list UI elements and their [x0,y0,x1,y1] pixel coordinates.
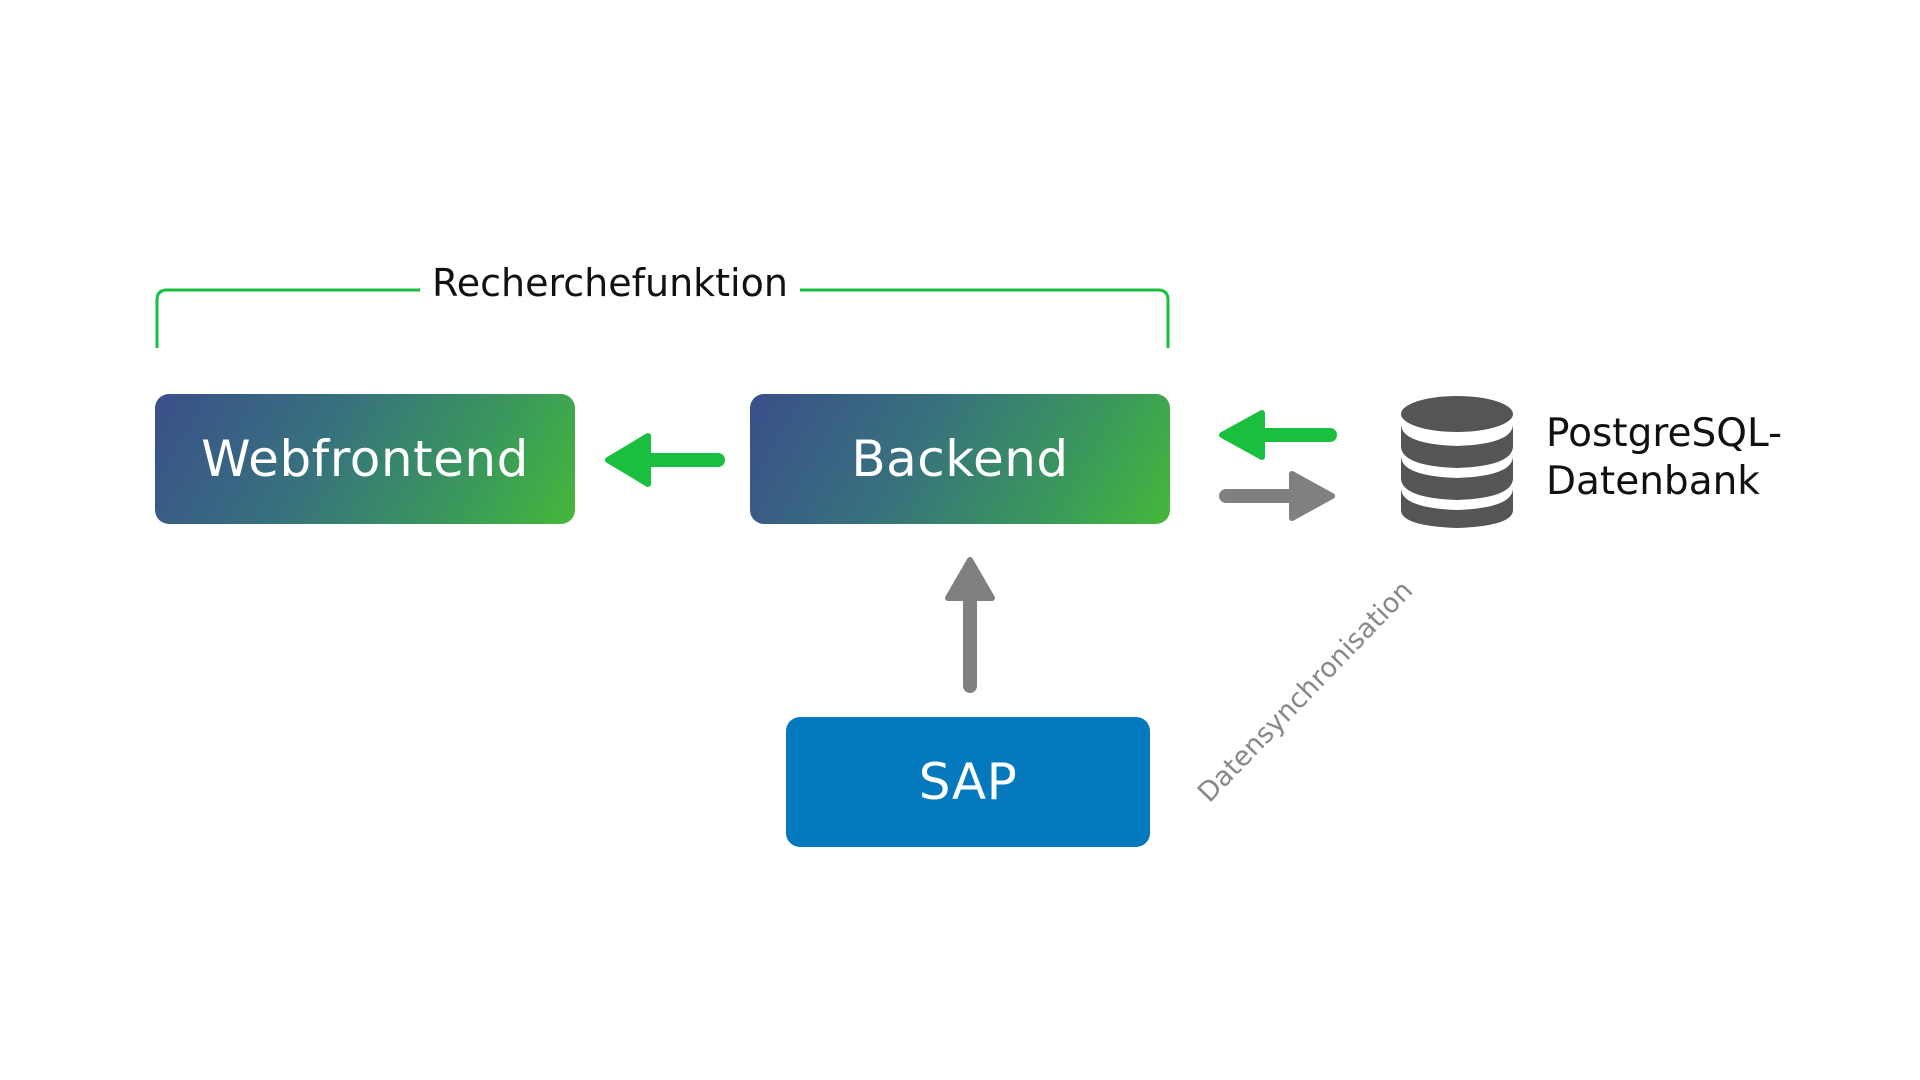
backend-label: Backend [851,430,1069,488]
database-icon [1401,396,1513,528]
recherchefunktion-label: Recherchefunktion [432,261,788,305]
sap-label: SAP [918,753,1018,811]
arrow-sap-to-backend [945,557,995,693]
database-label-line1: PostgreSQL- [1546,411,1783,456]
database-label: PostgreSQL- Datenbank [1546,410,1782,506]
arrow-database-to-backend [1219,410,1337,460]
sap-node: SAP [786,717,1150,847]
webfrontend-label: Webfrontend [201,430,529,488]
arrow-backend-to-database [1219,471,1335,521]
backend-node: Backend [750,394,1170,524]
recherche-bracket [155,288,1170,348]
webfrontend-node: Webfrontend [155,394,575,524]
arrow-backend-to-webfrontend [605,433,725,487]
database-label-line2: Datenbank [1546,459,1760,504]
